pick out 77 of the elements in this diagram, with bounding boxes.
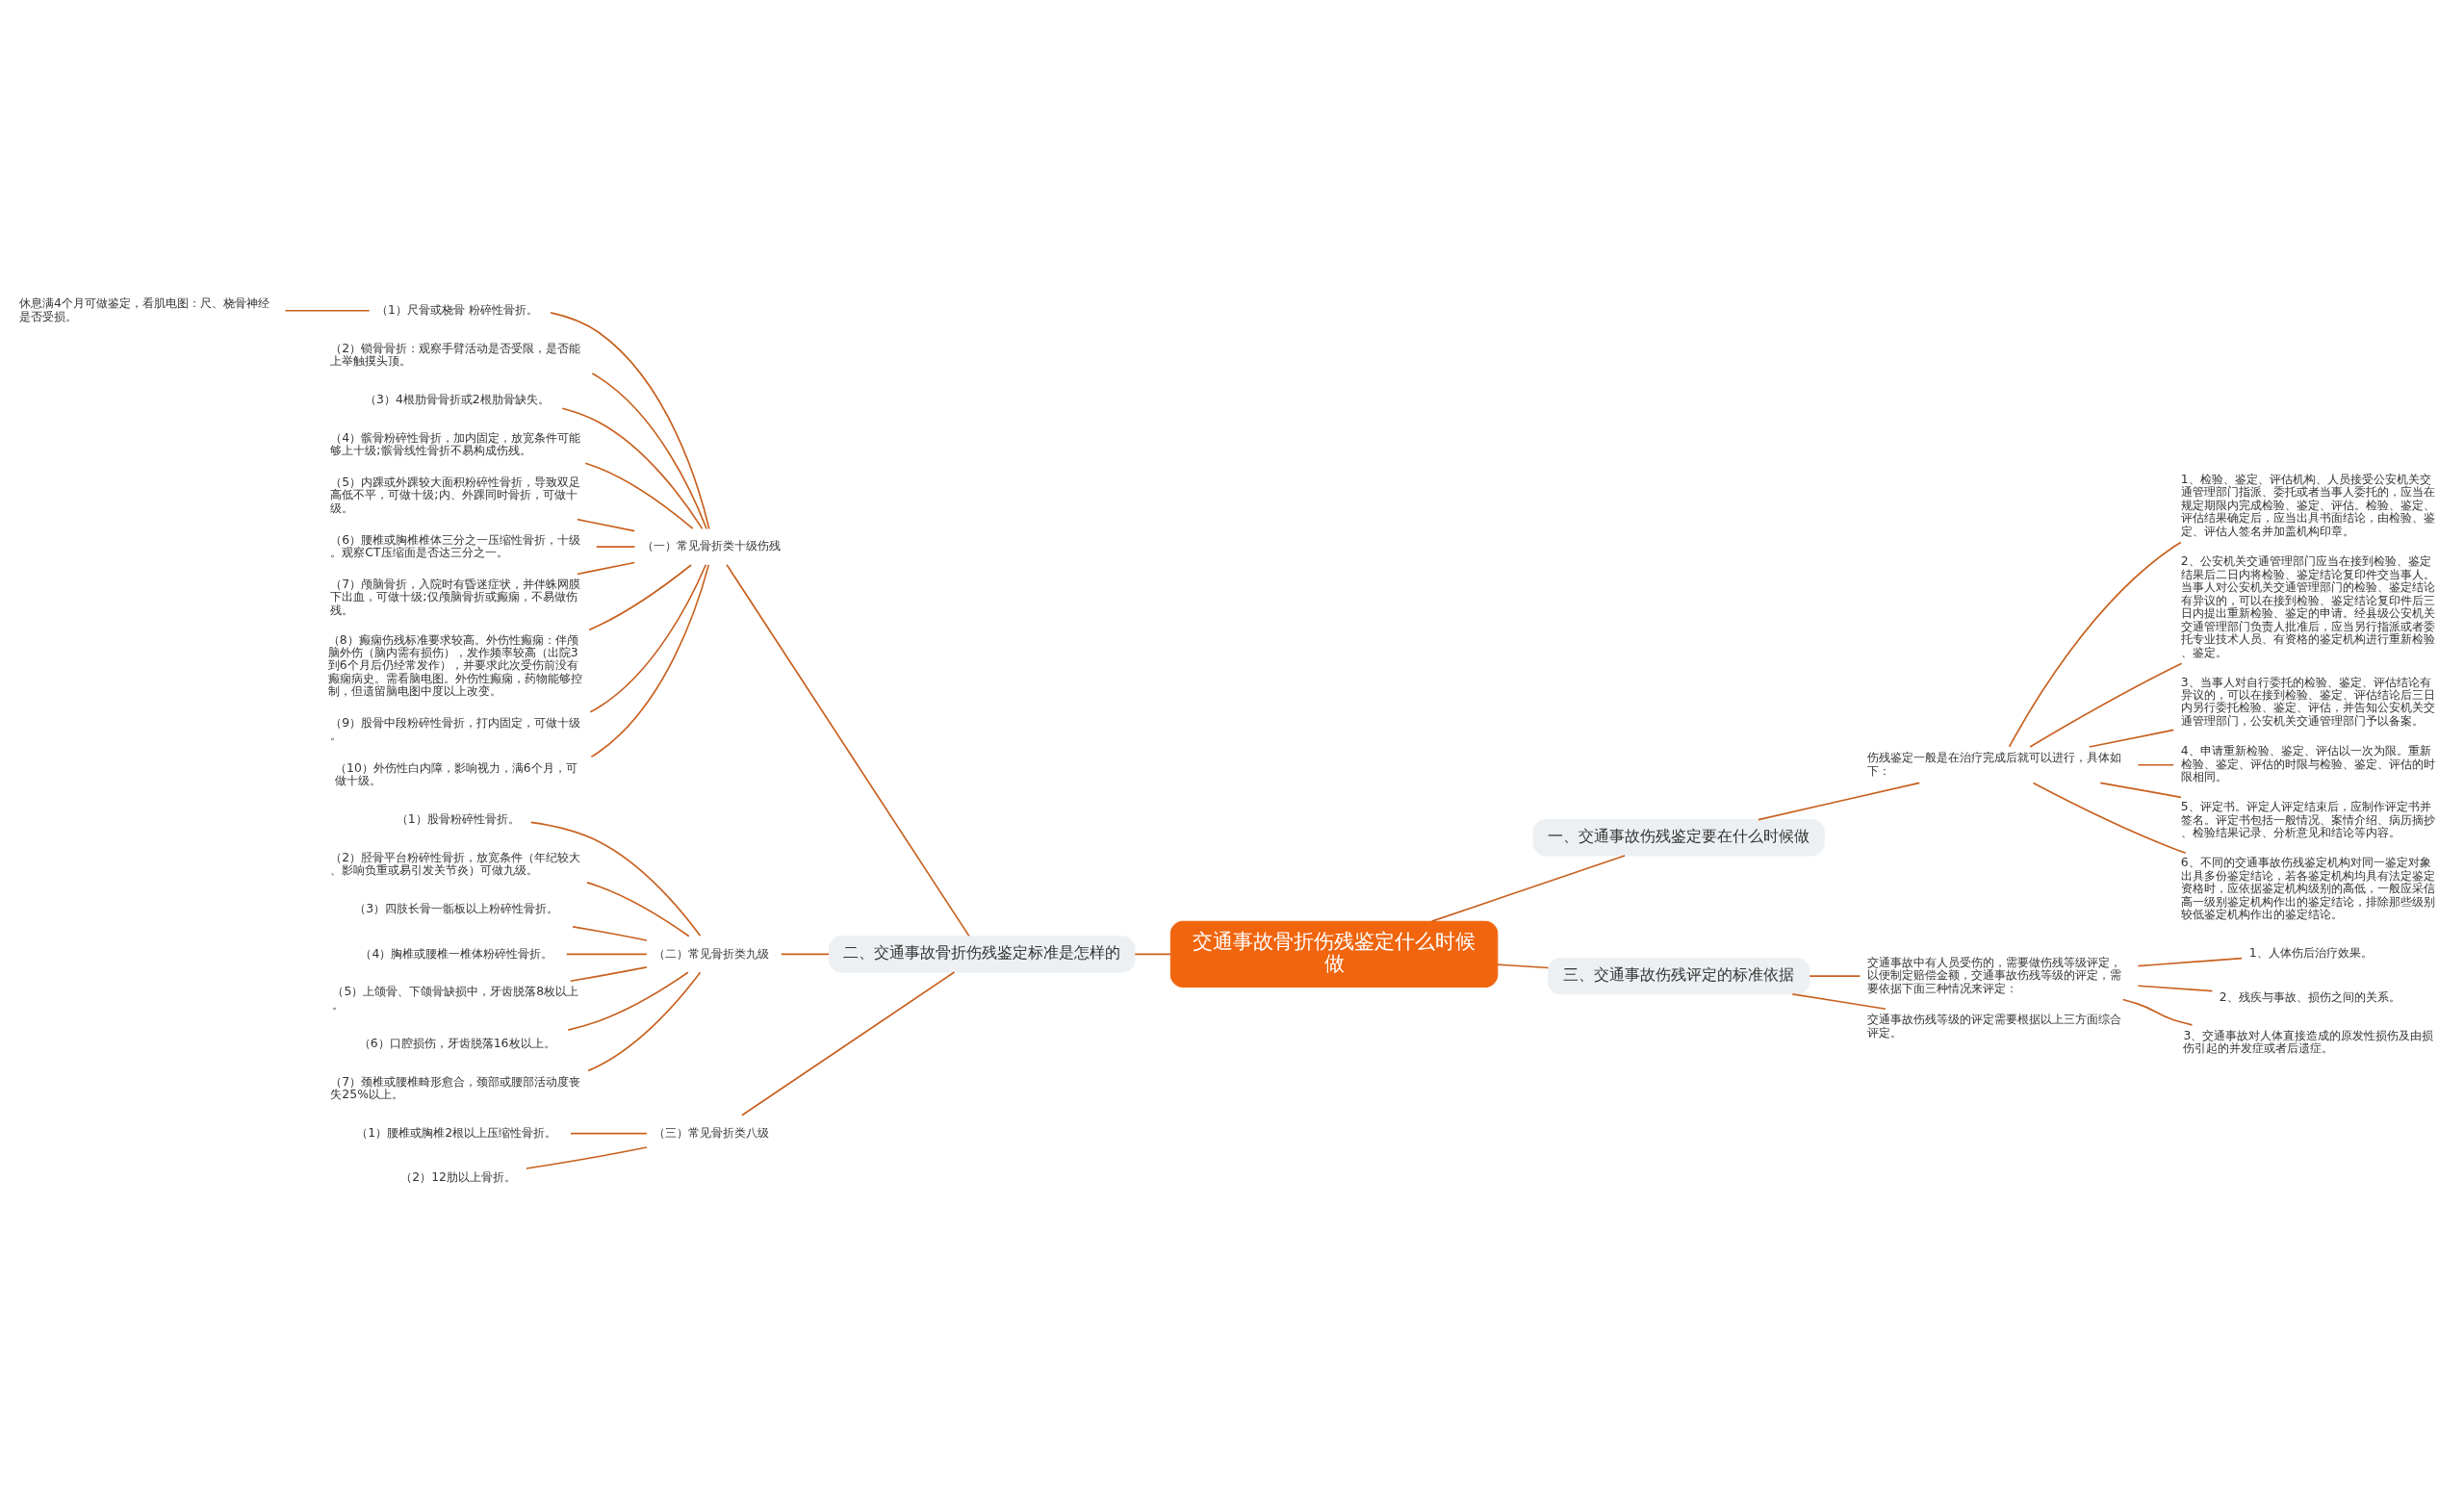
connector	[584, 462, 694, 530]
connector	[588, 564, 692, 631]
connector	[2121, 998, 2194, 1026]
node-text: 休息满4个月可做鉴定，看肌电图：尺、桡骨神经是否受损。	[18, 295, 270, 323]
connector	[2008, 541, 2182, 748]
connector	[526, 1146, 648, 1169]
connector	[596, 546, 636, 548]
node-text: 伤残鉴定一般是在治疗完成后就可以进行，具体如下：	[1866, 750, 2121, 778]
connector	[2099, 782, 2182, 799]
connector	[561, 407, 704, 530]
node-text: （10）外伤性白内障，影响视力，满6个月，可做十级。	[335, 759, 578, 787]
node-box: 一、交通事故伤残鉴定要在什么时候做	[1532, 819, 1825, 857]
node-text: 4、申请重新检验、鉴定、评估以一次为限。重新检验、鉴定、评估的时限与检验、鉴定、评估的时限相同。	[2180, 743, 2435, 784]
node-text: （3）四肢长骨一骺板以上粉碎性骨折。	[354, 901, 559, 915]
node-text: 1、检验、鉴定、评估机构、人员接受公安机关交通管理部门指派、委托或者当事人委托的，应当在规定期限内完成检验、鉴定、评估。检验、鉴定、评估结果确定后，应当出具书面结论，由检验、鉴定、评估人签名并加盖机构印章。	[2180, 471, 2435, 538]
node-text: （6）口腔损伤，牙齿脱落16枚以上。	[358, 1035, 555, 1050]
connector	[1809, 975, 1861, 977]
connector	[1791, 993, 1886, 1011]
connector	[1430, 855, 1626, 922]
node-box: 交通事故骨折伤残鉴定什么时候做	[1169, 920, 1499, 988]
node-text: 2、公安机关交通管理部门应当在接到检验、鉴定结果后二日内将检验、鉴定结论复印件交当事人。当事人对公安机关交通管理部门的检验、鉴定结论有异议的，可以在接到检验、鉴定结论复印件后三日内提出重新检验、鉴定的申请。经县级公安机关交通管理部门负责人批准后，应当另行指派或者委托专业技术人员、有资格的鉴定机构进行重新检验、鉴定。	[2180, 553, 2435, 659]
node-box: 二、交通事故骨折伤残鉴定标准是怎样的	[828, 936, 1136, 973]
node-text: 2、残疾与事故、损伤之间的关系。	[2219, 989, 2400, 1005]
node-text: （1）股骨粉碎性骨折。	[396, 810, 520, 826]
node-text: （1）腰椎或胸椎2根以上压缩性骨折。	[356, 1124, 557, 1140]
node-text: （7）颅脑骨折，入院时有昏迷症状，并伴蛛网膜下出血，可做十级;仅颅脑骨折或癫痫，不易做伤残。	[330, 576, 581, 617]
connector	[2032, 782, 2187, 855]
connector	[1497, 963, 1550, 969]
connector	[586, 882, 690, 937]
node-text: （3）4根肋骨骨折或2根肋骨缺失。	[365, 392, 550, 407]
node-text: 1、人体伤后治疗效果。	[2248, 944, 2373, 960]
node-text: 3、当事人对自行委托的检验、鉴定、评估结论有异议的，可以在接到检验、鉴定、评估结论后三日内另行委托检验、鉴定、评估，并告知公安机关交通管理部门，公安机关交通管理部门予以备案。	[2180, 674, 2435, 728]
node-text: 交通事故中有人员受伤的，需要做伤残等级评定，以便制定赔偿金额，交通事故伤残等级的评定，需要依据下面三种情况来评定：	[1866, 954, 2121, 995]
connector	[567, 971, 689, 1031]
node-text: （7）颈椎或腰椎畸形愈合，颈部或腰部活动度丧失25%以上。	[330, 1073, 581, 1102]
connector	[550, 312, 710, 530]
connector	[2137, 985, 2214, 992]
node-text: （4）髌骨粉碎性骨折，加内固定，放宽条件可能够上十级;髌骨线性骨折不易构成伤残。	[330, 429, 581, 458]
node-text: （2）12肋以上骨折。	[400, 1169, 516, 1185]
connector	[2137, 763, 2174, 766]
connector	[1758, 782, 1921, 821]
connector	[2029, 662, 2183, 748]
connector	[284, 309, 371, 312]
node-text: （5）上颌骨、下颌骨缺损中，牙齿脱落8枚以上。	[332, 984, 579, 1012]
connector	[726, 563, 970, 937]
connector	[2088, 729, 2175, 748]
connector	[572, 926, 648, 941]
node-text: （6）腰椎或胸椎椎体三分之一压缩性骨折，十级。观察CT压缩面是否达三分之一。	[330, 531, 581, 559]
connector	[781, 953, 830, 956]
node-text: （5）内踝或外踝较大面积粉碎性骨折，导致双足高低不平，可做十级;内、外踝同时骨折，可做十级。	[330, 475, 581, 515]
node-text: （1）尺骨或桡骨 粉碎性骨折。	[375, 301, 538, 317]
node-text: （三）常见骨折类八级	[654, 1124, 770, 1140]
node-text: （8）癫痫伤残标准要求较高。外伤性癫痫：伴颅脑外伤（脑内需有损伤），发作频率较高（出院3到6个月后仍经常发作），并要求此次受伤前没有癫痫病史。需看脑电图。外伤性癫痫，药物能够控制，但遗留脑电图中度以上改变。	[327, 631, 582, 699]
node-text: （4）胸椎或腰椎一椎体粉碎性骨折。	[360, 945, 553, 961]
node-text: （9）股骨中段粉碎性骨折，打内固定，可做十级。	[330, 714, 581, 743]
connector	[587, 971, 702, 1072]
connector	[577, 518, 636, 532]
connector	[566, 953, 648, 956]
connector	[570, 966, 648, 983]
node-text: （一）常见骨折类十级伤残	[641, 538, 781, 553]
node-text: 3、交通事故对人体直接造成的原发性损伤及由损伤引起的并发症或者后遗症。	[2183, 1027, 2434, 1056]
node-text: 5、评定书。评定人评定结束后，应制作评定书并签名。评定书包括一般情况、案情介绍、病历摘抄、检验结果记录、分析意见和结论等内容。	[2180, 799, 2435, 840]
node-text: （2）锁骨骨折：观察手臂活动是否受限，是否能上举触摸头顶。	[330, 340, 581, 369]
node-text: 6、不同的交通事故伤残鉴定机构对同一鉴定对象出具多份鉴定结论，若各鉴定机构均具有法定鉴定资格时，应依据鉴定机构级别的高低，一般应采信高一级别鉴定机构作出的鉴定结论，排除那些级别较低鉴定机构作出的鉴定结论。	[2180, 855, 2435, 922]
node-text: 交通事故伤残等级的评定需要根据以上三方面综合评定。	[1866, 1012, 2121, 1040]
node-text: （2）胫骨平台粉碎性骨折，放宽条件（年纪较大、影响负重或易引发关节炎）可做九级。	[330, 849, 581, 878]
connector	[591, 372, 707, 530]
connector	[1134, 953, 1172, 956]
node-box: 三、交通事故伤残评定的标准依据	[1548, 958, 1810, 995]
connector	[529, 821, 702, 937]
connector	[577, 561, 636, 576]
connector	[2137, 957, 2243, 967]
node-text: （二）常见骨折类九级	[654, 945, 770, 961]
connector	[570, 1132, 648, 1135]
connector	[741, 971, 956, 1117]
connector	[590, 564, 710, 758]
connector	[589, 563, 707, 713]
